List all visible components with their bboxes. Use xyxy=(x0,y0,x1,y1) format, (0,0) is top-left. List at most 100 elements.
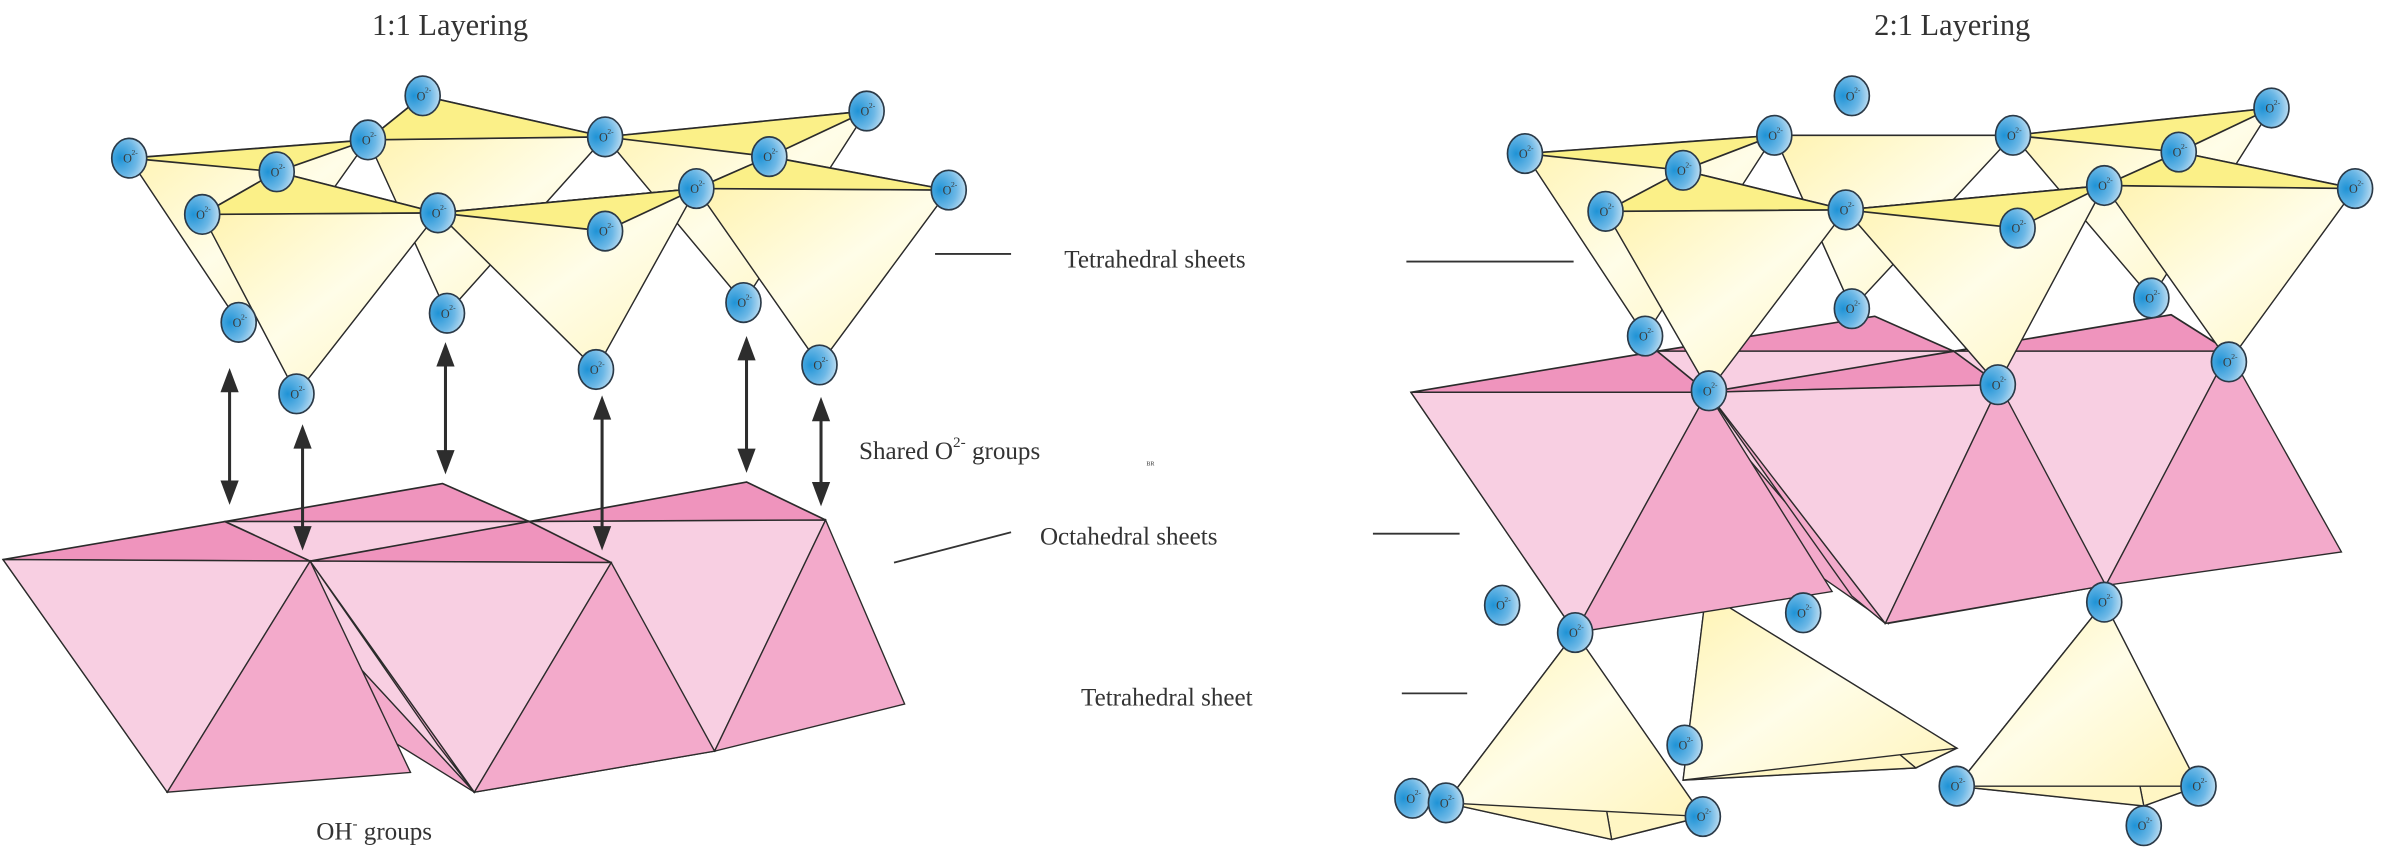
oxygen-charge: 2- xyxy=(2274,98,2281,107)
oxygen-label: O xyxy=(813,358,822,372)
oxygen-charge: 2- xyxy=(699,179,706,188)
oxygen-sphere xyxy=(725,281,762,324)
oxygen-charge: 2- xyxy=(1448,793,1455,802)
octahedron-back-2-right-face xyxy=(713,518,906,753)
oxygen-sphere xyxy=(1833,288,1871,330)
oxygen-charge: 2- xyxy=(2000,375,2007,384)
oxygen-sphere xyxy=(220,301,258,343)
oxygen-charge: 2- xyxy=(1685,160,1692,169)
oxygen-label: O xyxy=(1951,780,1960,794)
oxygen-charge: 2- xyxy=(2357,179,2364,188)
tetrahedron-l2-top-face xyxy=(367,94,606,141)
oxygen-label: O xyxy=(690,182,699,196)
arrowhead-up xyxy=(220,367,239,393)
oxygen-label: O xyxy=(1406,792,1415,806)
oxygen-label: O xyxy=(362,133,371,147)
oxygen-charge: 2- xyxy=(1577,623,1584,632)
oxygen-sphere xyxy=(1556,611,1594,654)
arrowhead-down xyxy=(220,480,239,505)
oxygen-sphere xyxy=(404,75,441,117)
oxygen-label: O xyxy=(1496,599,1505,613)
label-oh-groups: OH- groups xyxy=(316,816,432,846)
oxygen-label: O xyxy=(1599,205,1608,219)
oxygen-label: O xyxy=(737,296,746,310)
oxygen-sphere xyxy=(1666,724,1703,766)
oxygen-label: O xyxy=(599,130,608,144)
oxygen-label: O xyxy=(1697,810,1706,824)
octahedron-front-1-right-face xyxy=(165,559,412,794)
oxygen-charge: 2- xyxy=(1504,595,1511,604)
oxygen-sphere xyxy=(1427,782,1465,824)
oxygen-charge: 2- xyxy=(2020,218,2027,227)
double-arrow xyxy=(811,396,831,507)
oxygen-charge: 2- xyxy=(2107,175,2114,184)
oxygen-label: O xyxy=(2223,355,2232,369)
tetrahedral-sheet-left xyxy=(127,94,951,396)
oxygen-label: O xyxy=(1992,378,2001,392)
oxygen-sphere xyxy=(2210,341,2248,383)
oxygen-charge: 2- xyxy=(2154,288,2161,297)
oxygen-sphere xyxy=(801,344,838,386)
oxygen-sphere xyxy=(2133,277,2170,319)
oxygen-sphere xyxy=(930,169,968,211)
octahedron-back-2-top-face xyxy=(528,481,827,523)
label-tetrahedral-sheet: Tetrahedral sheet xyxy=(1081,685,1253,712)
oxygen-charge: 2- xyxy=(598,359,605,368)
oxygen-charge: 2- xyxy=(2181,142,2188,151)
arrowhead-up xyxy=(592,395,612,420)
title-1-1-layering: 1:1 Layering xyxy=(372,8,528,42)
oxygen-charge: 2- xyxy=(299,384,306,393)
tetrahedron-b5-front-face xyxy=(1955,600,2200,787)
oxygen-charge: 2- xyxy=(746,293,753,302)
oxygen-label: O xyxy=(943,184,952,198)
oxygen-sphere xyxy=(110,137,148,179)
arrowhead-down xyxy=(811,482,831,507)
octahedron-back-1-top-face xyxy=(224,482,530,523)
oxygen-charge: 2- xyxy=(1711,381,1718,390)
octahedron-front-2-right-face xyxy=(473,561,716,794)
oxygen-charge: 2- xyxy=(772,147,779,156)
oxygen-charge: 2- xyxy=(1527,144,1534,153)
oxygen-sphere xyxy=(349,119,387,161)
octahedron-back-r2-right-face xyxy=(2104,349,2343,587)
oxygen-charge: 2- xyxy=(2015,125,2022,134)
oxygen-label: O xyxy=(2098,596,2107,610)
oxygen-label: O xyxy=(1840,203,1849,217)
oxygen-charge: 2- xyxy=(1959,776,1966,785)
arrowhead-down xyxy=(592,526,612,551)
oxygen-charge: 2- xyxy=(607,221,614,230)
tetrahedron-r4-top-face xyxy=(1604,169,1847,213)
oxygen-sphere xyxy=(751,136,788,178)
oxygen-sphere xyxy=(183,193,221,236)
oxygen-sphere xyxy=(2336,167,2374,210)
tetrahedron-l1-top-face xyxy=(128,139,369,173)
